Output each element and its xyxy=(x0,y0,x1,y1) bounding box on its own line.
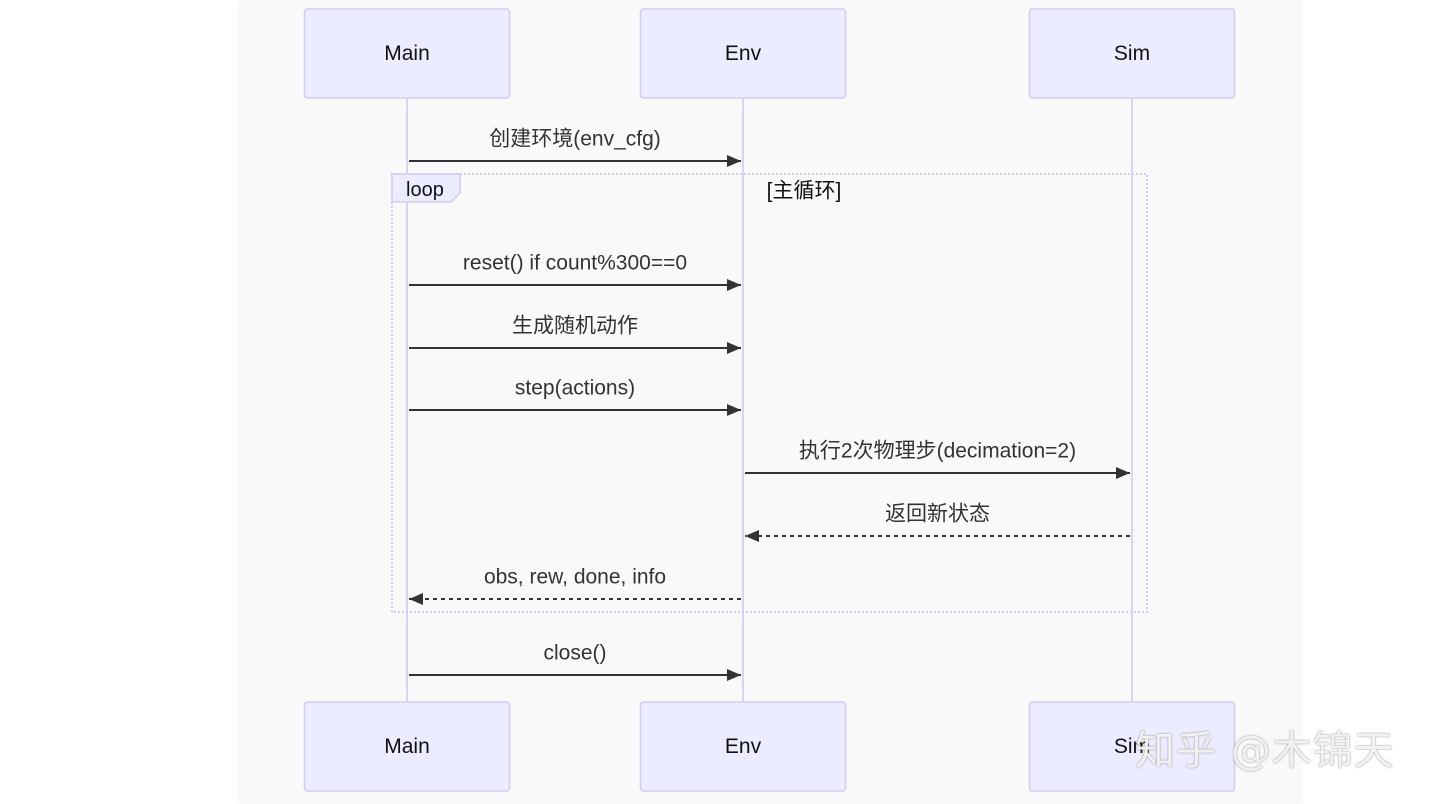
watermark-text: 知乎 @木锦天 xyxy=(1135,728,1395,774)
loop-label-tab xyxy=(391,173,461,203)
actor-label: Main xyxy=(384,735,430,758)
message-4: step(actions) xyxy=(409,377,741,416)
actor-box xyxy=(1028,701,1236,792)
message-label: step(actions) xyxy=(515,377,635,400)
actor-main-top: Main xyxy=(303,8,511,99)
actor-box xyxy=(639,701,847,792)
actors-bottom: Main Env Sim xyxy=(303,701,1236,792)
actor-env-top: Env xyxy=(639,8,847,99)
message-label: 返回新状态 xyxy=(885,503,990,526)
loop-condition: [主循环] xyxy=(767,180,842,203)
messages: 创建环境(env_cfg) reset() if count%300==0 生成随机… xyxy=(409,128,1130,681)
loop-keyword: loop xyxy=(406,179,444,201)
actor-box xyxy=(303,8,511,99)
actor-label: Sim xyxy=(1114,735,1150,758)
message-2: reset() if count%300==0 xyxy=(409,252,741,291)
message-8: close() xyxy=(409,642,741,681)
loop-block: loop [主循环] xyxy=(391,173,1148,613)
actor-label: Env xyxy=(725,42,762,65)
actor-env-bottom: Env xyxy=(639,701,847,792)
message-label: 创建环境(env_cfg) xyxy=(489,128,661,151)
message-5: 执行2次物理步(decimation=2) xyxy=(745,440,1130,479)
actor-main-bottom: Main xyxy=(303,701,511,792)
actor-sim-top: Sim xyxy=(1028,8,1236,99)
message-label: reset() if count%300==0 xyxy=(463,252,687,275)
actor-sim-bottom: Sim xyxy=(1028,701,1236,792)
actors-top: Main Env Sim xyxy=(303,8,1236,99)
diagram-background xyxy=(237,0,1303,804)
message-6: 返回新状态 xyxy=(745,503,1130,542)
message-label: close() xyxy=(543,642,606,665)
actor-label: Sim xyxy=(1114,42,1150,65)
actor-label: Env xyxy=(725,735,762,758)
message-1: 创建环境(env_cfg) xyxy=(409,128,741,167)
actor-box xyxy=(639,8,847,99)
actor-box xyxy=(303,701,511,792)
message-label: obs, rew, done, info xyxy=(484,566,666,589)
message-7: obs, rew, done, info xyxy=(409,566,741,605)
actor-box xyxy=(1028,8,1236,99)
message-label: 执行2次物理步(decimation=2) xyxy=(799,440,1076,463)
loop-frame xyxy=(391,173,1148,613)
actor-label: Main xyxy=(384,42,430,65)
message-3: 生成随机动作 xyxy=(409,315,741,354)
message-label: 生成随机动作 xyxy=(512,315,638,338)
